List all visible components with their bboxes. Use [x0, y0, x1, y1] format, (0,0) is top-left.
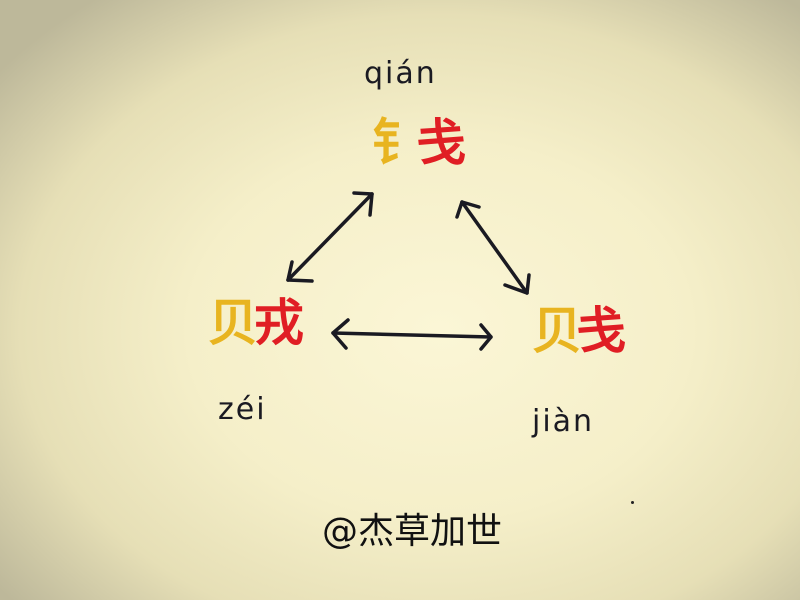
pinyin-zei: zéi: [218, 392, 267, 427]
arrow-zei-jian: [331, 318, 493, 351]
pinyin-jian: jiàn: [532, 404, 595, 439]
phonetic-zei: 戎: [254, 294, 304, 352]
pinyin-qian: qián: [364, 56, 437, 91]
character-qian: 钅戋: [372, 118, 466, 168]
radical-jian: 贝: [532, 302, 582, 360]
author-signature: @杰草加世: [322, 511, 503, 552]
character-jian: 贝戋: [532, 306, 626, 356]
radical-qian: 钅: [372, 114, 422, 172]
phonetic-qian: 戋: [416, 114, 466, 172]
phonetic-jian: 戋: [576, 302, 626, 360]
arrow-qian-jian: [455, 200, 531, 295]
arrow-qian-zei: [286, 191, 374, 283]
character-zei: 贝戎: [208, 298, 304, 348]
radical-zei: 贝: [208, 294, 258, 352]
paper-speck: [631, 501, 634, 504]
